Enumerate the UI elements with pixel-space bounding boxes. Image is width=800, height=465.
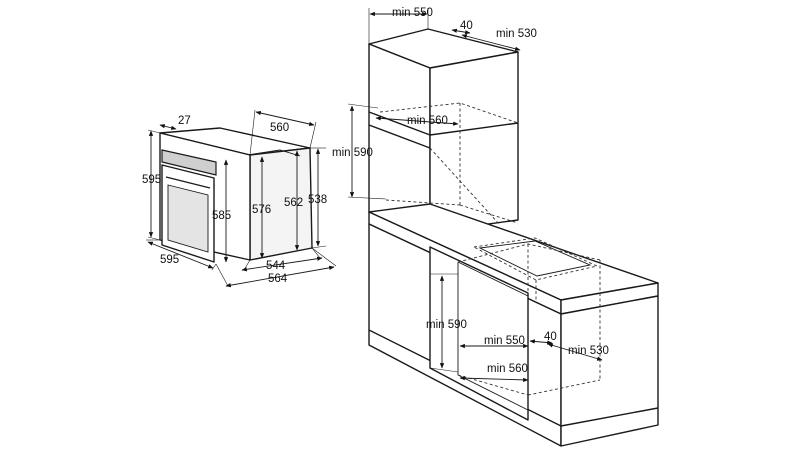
dim-base-min560: min 560 <box>487 363 528 375</box>
oven-door-handle <box>165 176 211 189</box>
dim-538: 538 <box>308 194 327 206</box>
dim-564: 564 <box>268 273 288 285</box>
tall-unit-drawing <box>368 28 519 233</box>
dim-base-min550: min 550 <box>484 335 525 347</box>
dim-tall-40: 40 <box>460 20 473 32</box>
tall-unit-dimensions: min 550 40 min 530 min 560 min 590 <box>332 7 537 200</box>
dim-tall-min530: min 530 <box>496 28 537 40</box>
dim-base-min590: min 590 <box>426 319 467 331</box>
dim-27: 27 <box>178 115 191 127</box>
hob-outline <box>478 240 592 277</box>
dim-562: 562 <box>284 197 303 209</box>
dim-tall-min550: min 550 <box>392 7 433 19</box>
dim-560: 560 <box>270 122 289 134</box>
dim-595-height: 595 <box>142 174 161 186</box>
dim-576: 576 <box>252 204 271 216</box>
hob-cutout <box>472 237 599 281</box>
base-cabinet-side <box>560 295 659 447</box>
dim-base-40: 40 <box>544 331 557 343</box>
oven-drawing <box>159 127 313 263</box>
dim-595-width: 595 <box>160 254 179 266</box>
oven-window <box>167 184 209 253</box>
dim-tall-min560: min 560 <box>407 115 448 127</box>
dim-tall-min590: min 590 <box>332 147 373 159</box>
dim-544: 544 <box>266 260 286 272</box>
tall-side-face <box>429 51 519 233</box>
tall-front-face <box>368 43 431 233</box>
dim-585: 585 <box>212 210 231 222</box>
base-unit-drawing <box>368 203 659 447</box>
oven-dimensions: 27 560 595 585 576 562 538 595 544 <box>142 109 337 288</box>
oven-control-panel <box>161 149 217 176</box>
dim-base-min530: min 530 <box>568 345 609 357</box>
base-unit-dimensions: min 590 min 550 40 min 530 min 560 <box>426 273 609 383</box>
